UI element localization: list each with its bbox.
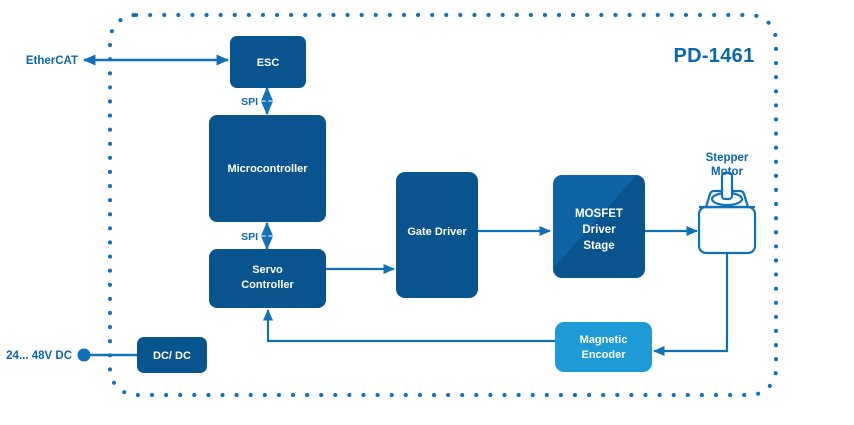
block-magnetic-encoder-label-line2: Encoder: [581, 349, 626, 361]
connection-motor-encoder: [653, 253, 729, 357]
block-servo-controller-label-line2: Controller: [241, 279, 294, 291]
block-magnetic-encoder[interactable]: Magnetic Encoder: [555, 322, 652, 372]
block-microcontroller[interactable]: Microcontroller: [209, 115, 326, 222]
block-mosfet-label-line2: Driver: [582, 224, 616, 236]
connection-lines: [83, 54, 729, 357]
block-servo-controller[interactable]: Servo Controller: [209, 249, 326, 308]
connection-encoder-servo: [262, 309, 555, 343]
block-servo-controller-label-line1: Servo: [252, 264, 283, 276]
label-stepper-motor-line1: Stepper: [706, 152, 749, 164]
stepper-motor-icon: [697, 171, 757, 255]
block-magnetic-encoder-label-line1: Magnetic: [580, 334, 628, 346]
block-esc-label: ESC: [257, 57, 280, 69]
label-power-input: 24... 48V DC: [6, 350, 72, 362]
block-gate-driver-label: Gate Driver: [407, 226, 467, 238]
block-mosfet-label-line3: Stage: [583, 240, 614, 252]
enclosure-border: [108, 13, 778, 397]
block-esc[interactable]: ESC: [230, 36, 306, 88]
label-ethercat: EtherCAT: [26, 55, 78, 67]
block-mosfet-label-line1: MOSFET: [575, 208, 623, 220]
label-spi-mcu-servo: SPI: [241, 231, 258, 243]
label-spi-esc-mcu: SPI: [241, 96, 258, 108]
power-terminal-dot-icon: [77, 348, 91, 362]
label-stepper-motor-line2: Motor: [711, 166, 743, 178]
block-mosfet-driver-stage[interactable]: MOSFET Driver Stage: [553, 175, 645, 278]
block-dcdc-label: DC/ DC: [153, 350, 191, 362]
block-dcdc[interactable]: DC/ DC: [137, 337, 207, 373]
page-title: PD-1461: [673, 45, 754, 67]
block-gate-driver[interactable]: Gate Driver: [396, 172, 478, 298]
block-microcontroller-label: Microcontroller: [227, 163, 308, 175]
